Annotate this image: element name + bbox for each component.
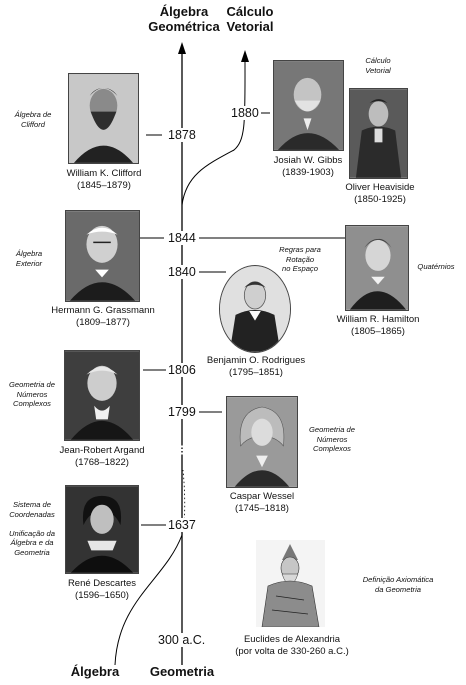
hamilton-name: William R. Hamilton	[336, 314, 420, 325]
euclides-name: Euclides de Alexandria	[243, 634, 341, 645]
note-quaternios: Quatérnios	[417, 262, 455, 271]
rodrigues-dates: (1795–1851)	[229, 367, 283, 378]
year-1840: 1840	[166, 265, 198, 279]
heading-algebra: Álgebra	[70, 664, 120, 679]
grassmann-name: Hermann G. Grassmann	[51, 305, 155, 316]
clifford-dates: (1845–1879)	[77, 180, 131, 191]
grassmann-dates: (1809–1877)	[76, 317, 130, 328]
clifford-name: William K. Clifford	[66, 168, 142, 179]
argand-name: Jean-Robert Argand	[59, 445, 145, 456]
year-1844: 1844	[166, 231, 198, 245]
note-wessel-geometria: Geometria de Números Complexos	[308, 425, 355, 453]
descartes-dates: (1596–1650)	[75, 590, 129, 601]
wessel-name: Caspar Wessel	[229, 491, 295, 502]
descartes-portrait	[65, 485, 139, 574]
gibbs-dates: (1839-1903)	[282, 167, 334, 178]
year-1878: 1878	[166, 128, 198, 142]
wessel-dates: (1745–1818)	[235, 503, 289, 514]
wessel-portrait	[226, 396, 298, 488]
heaviside-dates: (1850-1925)	[354, 194, 406, 205]
euclides-dates: (por volta de 330-260 a.C.)	[235, 646, 349, 657]
rodrigues-portrait	[219, 265, 291, 353]
vector-calculus-curve	[181, 59, 246, 206]
heaviside-name: Oliver Heaviside	[345, 182, 415, 193]
gibbs-portrait	[273, 60, 344, 151]
note-argand-geometria: Geometria de Números Complexos	[8, 380, 55, 408]
note-euclides: Definição Axiomática da Geometria	[362, 575, 434, 594]
heaviside-portrait	[349, 88, 408, 179]
heading-geometria: Geometria	[149, 664, 215, 679]
heading-algebra-geometrica: Álgebra Geométrica	[148, 4, 220, 34]
hamilton-portrait	[345, 225, 409, 311]
note-descartes: Sistema de Coordenadas Unificação da Álg…	[8, 500, 55, 557]
arrow-up-icon	[241, 50, 249, 62]
note-regras-rotacao: Regras para Rotação no Espaço	[279, 245, 321, 273]
year-1806: 1806	[166, 363, 198, 377]
argand-dates: (1768–1822)	[75, 457, 129, 468]
year-1637: 1637	[166, 518, 198, 532]
clifford-portrait	[68, 73, 139, 164]
algebra-curve	[114, 534, 183, 666]
euclides-portrait	[256, 540, 325, 627]
year-1799: 1799	[166, 405, 198, 419]
note-algebra-clifford: Álgebra de Clifford	[14, 110, 52, 129]
note-calculo-vetorial: Cálculo Vetorial	[365, 56, 391, 75]
year-1880: 1880	[229, 106, 261, 120]
heading-calculo-vetorial: Cálculo Vetorial	[226, 4, 274, 34]
hamilton-dates: (1805–1865)	[351, 326, 405, 337]
descartes-name: René Descartes	[67, 578, 137, 589]
arrow-up-icon	[178, 42, 186, 54]
grassmann-portrait	[65, 210, 140, 302]
gibbs-name: Josiah W. Gibbs	[273, 155, 343, 166]
year-300bc: 300 a.C.	[156, 633, 208, 647]
argand-portrait	[64, 350, 140, 441]
rodrigues-name: Benjamin O. Rodrigues	[206, 355, 306, 366]
note-algebra-exterior: Álgebra Exterior	[15, 249, 43, 268]
